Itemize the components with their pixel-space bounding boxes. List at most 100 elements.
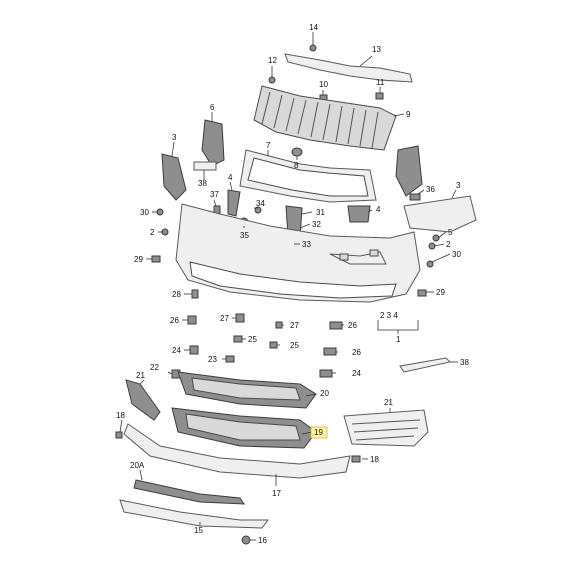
callout-16: 16 <box>258 536 267 545</box>
callout-34: 34 <box>256 199 265 208</box>
callout-2-3-4: 2 3 4 <box>380 311 398 320</box>
callout-9: 9 <box>406 110 411 119</box>
callout-17: 17 <box>272 489 281 498</box>
part-20-lower-grille <box>177 371 317 409</box>
part-24-clip-b <box>319 369 333 378</box>
callout-labels: 14 13 12 10 11 6 9 3 7 8 4 38 37 36 3 30… <box>116 23 469 545</box>
part-4-bracket <box>347 205 371 223</box>
callout-3-right: 3 <box>456 181 461 190</box>
callout-2-left: 2 <box>150 228 155 237</box>
callout-14: 14 <box>309 23 318 32</box>
callout-6: 6 <box>210 103 215 112</box>
callout-20a: 20A <box>130 461 145 470</box>
callout-21-right: 21 <box>384 398 393 407</box>
callout-25-a: 25 <box>248 335 257 344</box>
callout-26-c: 26 <box>352 348 361 357</box>
part-19-lower-grille <box>171 407 317 449</box>
part-3-right-mount <box>403 195 477 233</box>
part-26-clip-b <box>329 321 343 330</box>
callout-38-lower: 38 <box>460 358 469 367</box>
callout-20: 20 <box>320 389 329 398</box>
part-17-lower-spoiler <box>123 423 351 479</box>
part-15-under-cover <box>119 499 269 529</box>
part-25-clip-b <box>269 341 278 349</box>
callout-28: 28 <box>172 290 181 299</box>
part-24-clip-a <box>189 345 199 355</box>
callout-4-right: 4 <box>376 205 381 214</box>
callout-29-right: 29 <box>436 288 445 297</box>
callout-26-a: 26 <box>170 316 179 325</box>
callout-38-upper: 38 <box>198 179 207 188</box>
callout-29-left: 29 <box>134 255 143 264</box>
callout-37: 37 <box>210 190 219 199</box>
callout-24-a: 24 <box>172 346 181 355</box>
part-18-clip-right <box>351 455 361 463</box>
callout-23: 23 <box>208 355 217 364</box>
part-29-clip-left <box>151 255 161 263</box>
callout-21-left: 21 <box>136 371 145 380</box>
callout-12: 12 <box>268 56 277 65</box>
part-14-clip <box>309 44 317 52</box>
callout-19: 19 <box>314 428 323 437</box>
callout-5: 5 <box>448 228 453 237</box>
callout-11: 11 <box>376 78 385 87</box>
callout-32: 32 <box>312 220 321 229</box>
part-36-clip <box>409 193 421 201</box>
part-21-left-fog-grille <box>125 379 161 421</box>
part-13-trim-strip <box>284 53 413 83</box>
part-12-screw <box>268 76 276 84</box>
part-11-clip <box>375 92 384 100</box>
part-7-grille-frame <box>239 149 377 203</box>
callout-30-left: 30 <box>140 208 149 217</box>
part-30-clip-right <box>426 260 434 268</box>
callout-7: 7 <box>266 141 271 150</box>
callout-35: 35 <box>240 231 249 240</box>
part-8-emblem <box>291 147 303 157</box>
callout-10: 10 <box>319 80 328 89</box>
callout-8: 8 <box>294 161 299 170</box>
callout-25-b: 25 <box>290 341 299 350</box>
part-27-clip-a <box>235 313 245 323</box>
part-38-side-strip <box>399 357 452 373</box>
part-5-clip <box>432 234 440 242</box>
callout-26-b: 26 <box>348 321 357 330</box>
part-21-right-fog-grille <box>343 409 429 447</box>
part-34-clip <box>254 206 262 214</box>
part-4-left-bracket <box>227 189 241 217</box>
part-38-upper-clip <box>193 161 217 171</box>
part-26-clip-c <box>323 347 337 356</box>
callout-2-right: 2 <box>446 240 451 249</box>
part-18-clip-left <box>115 431 123 439</box>
callout-36: 36 <box>426 185 435 194</box>
callout-27-b: 27 <box>290 321 299 330</box>
callout-3-left: 3 <box>172 133 177 142</box>
part-26-clip-a <box>187 315 197 325</box>
callout-22: 22 <box>150 363 159 372</box>
callout-18-right: 18 <box>370 455 379 464</box>
callout-4-left: 4 <box>228 173 233 182</box>
callout-27-a: 27 <box>220 314 229 323</box>
part-16-screw <box>241 535 251 545</box>
part-27-clip-b <box>275 321 283 329</box>
leader-lines <box>119 32 458 541</box>
part-1-bumper-cover <box>175 203 421 303</box>
callout-18-left: 18 <box>116 411 125 420</box>
part-25-clip-a <box>233 335 243 343</box>
callout-33: 33 <box>302 240 311 249</box>
part-29-clip-right <box>417 289 427 297</box>
part-right-bracket <box>395 145 423 197</box>
callout-19-highlight <box>310 426 328 439</box>
callout-15: 15 <box>194 526 203 535</box>
part-20a-lower-strip <box>133 479 245 505</box>
part-3-left-mount <box>161 153 187 201</box>
callout-31: 31 <box>316 208 325 217</box>
part-23-clip <box>225 355 235 363</box>
part-6-left-bracket <box>201 119 225 167</box>
callout-30-right: 30 <box>452 250 461 259</box>
callout-24-b: 24 <box>352 369 361 378</box>
part-28-clip <box>191 289 199 299</box>
part-9-radiator-grille <box>253 85 397 151</box>
callout-1: 1 <box>396 335 401 344</box>
callout-13: 13 <box>372 45 381 54</box>
